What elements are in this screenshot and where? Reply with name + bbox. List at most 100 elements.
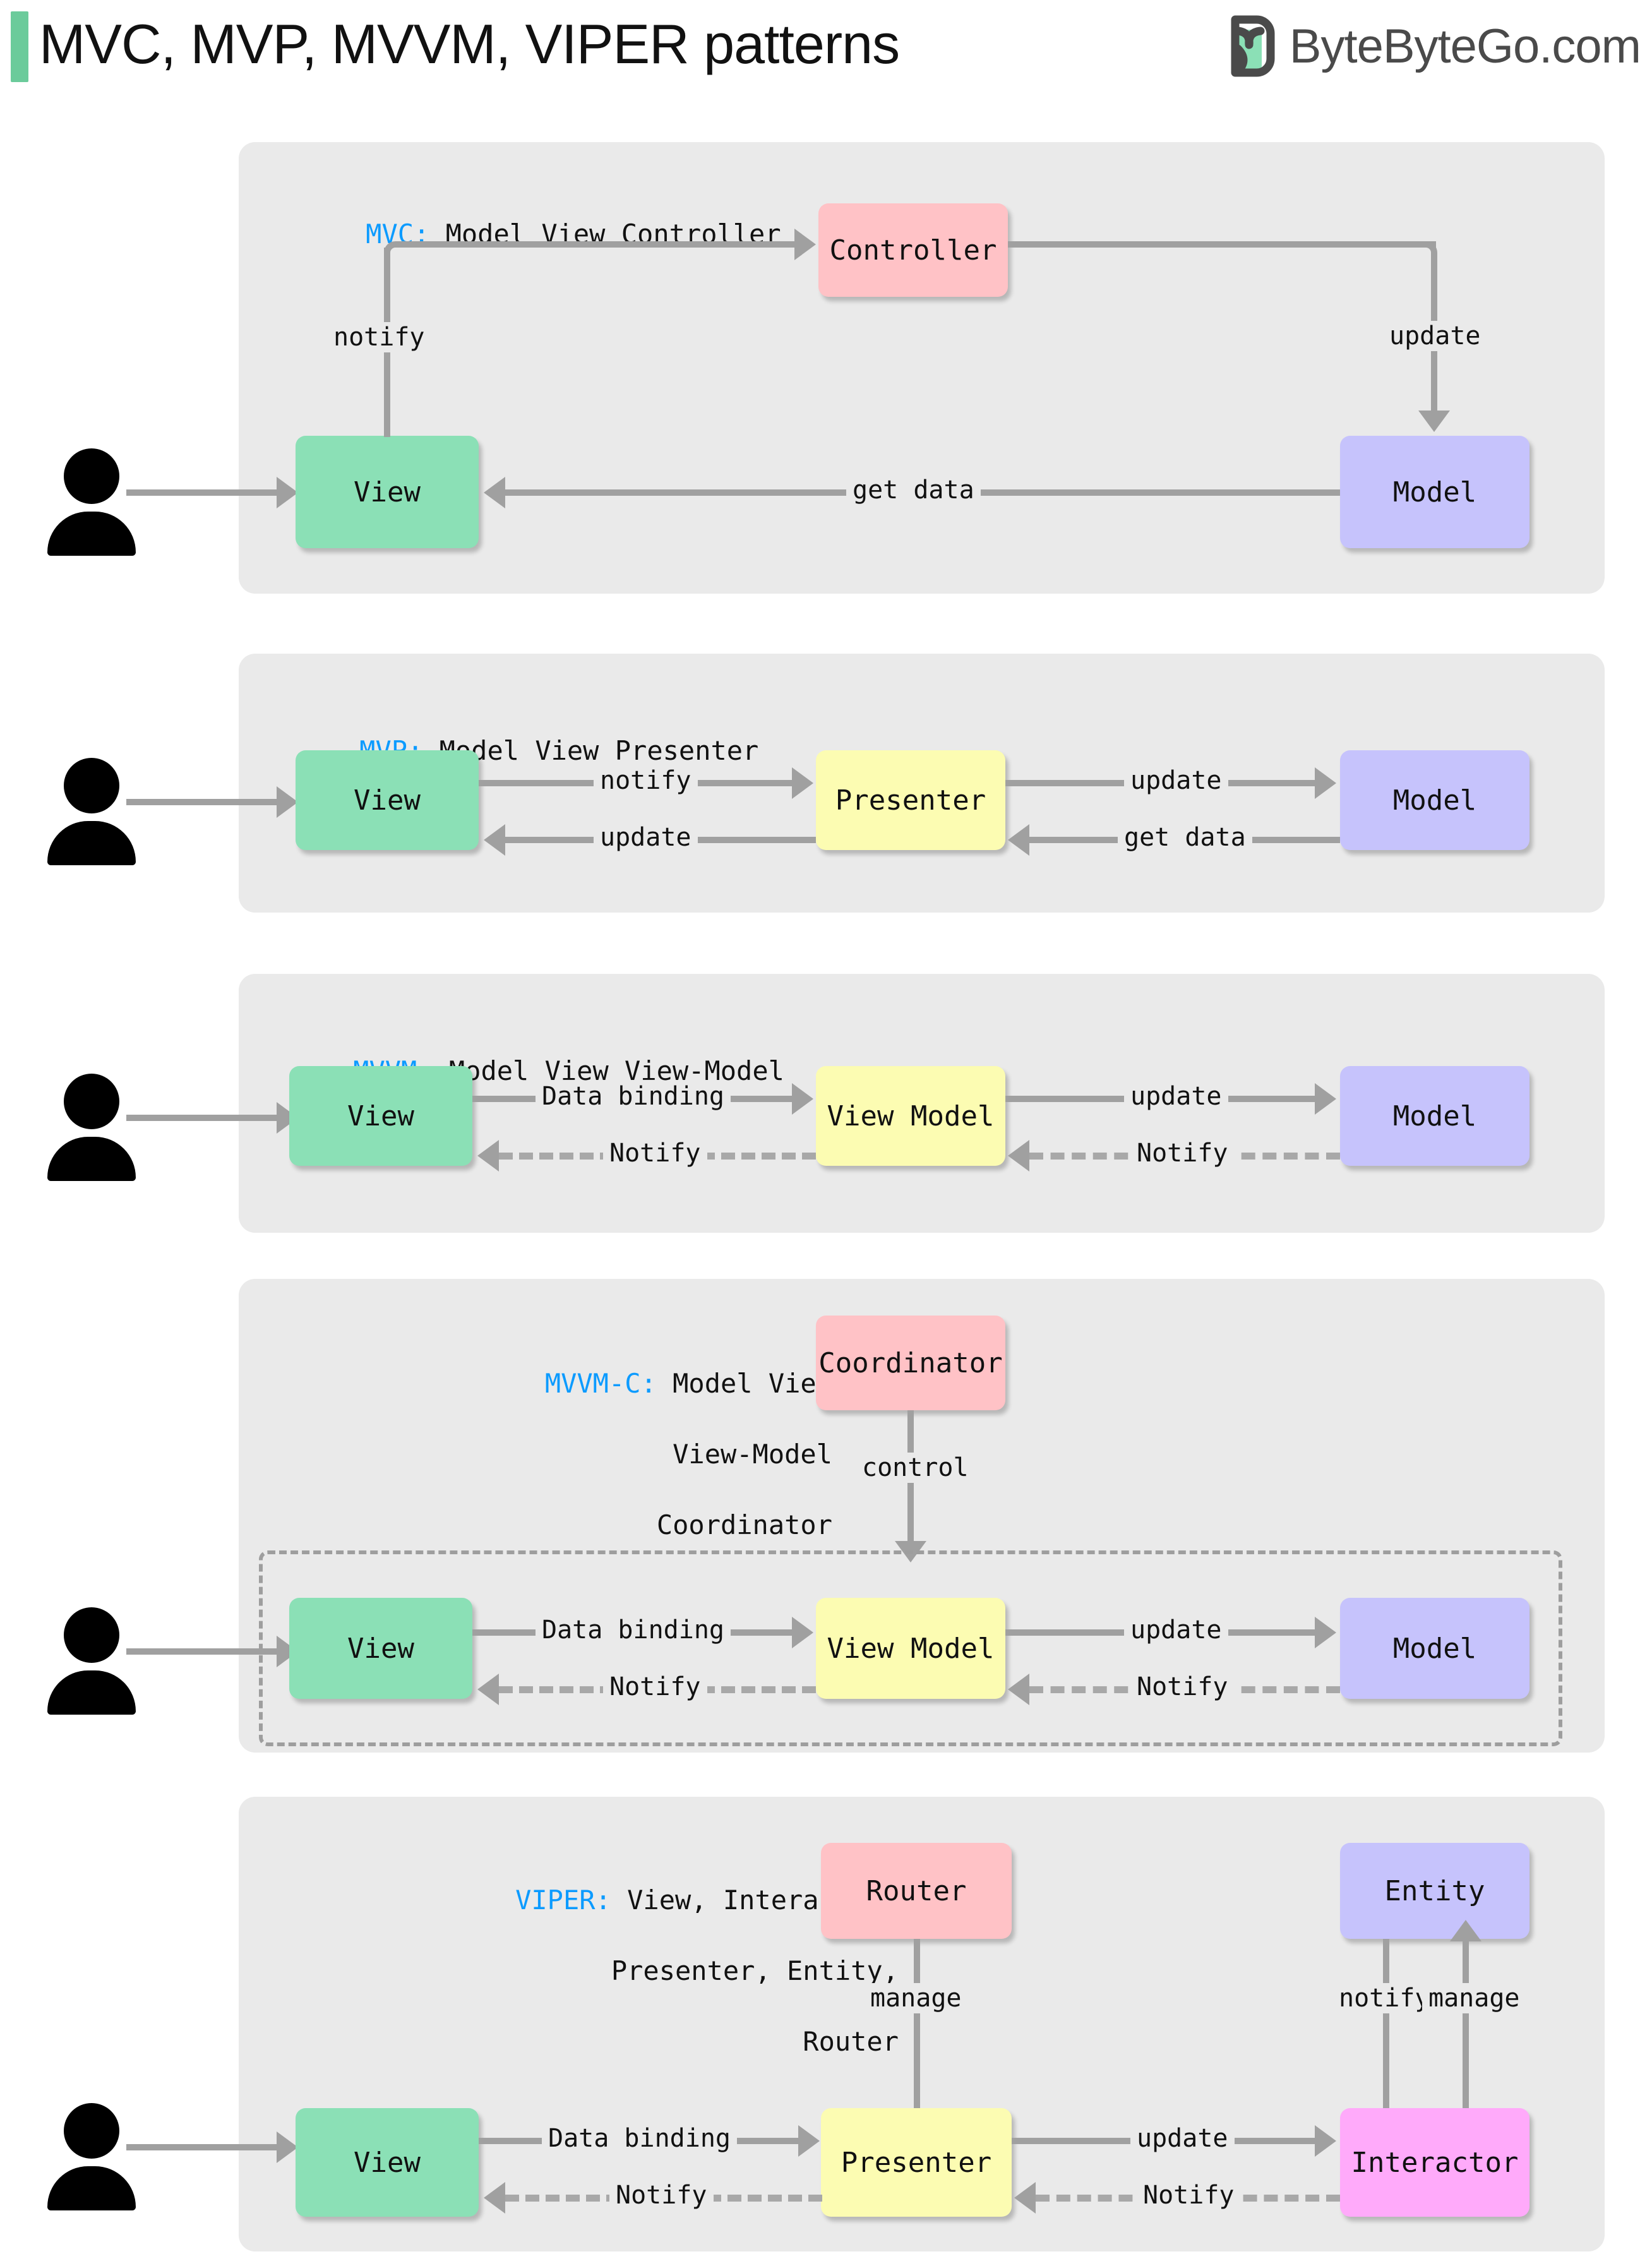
edge-label-update-mvc: update <box>1383 321 1487 351</box>
node-view-mvvmc[interactable]: View <box>289 1598 472 1699</box>
edge-update-mvvmc-arrowhead <box>1315 1617 1336 1648</box>
page-title: MVC, MVP, MVVM, VIPER patterns <box>39 13 900 75</box>
actor-body-icon <box>47 1670 136 1715</box>
edge-notify2-viper-arrowhead <box>1014 2182 1036 2214</box>
node-viewmodel-mvvm[interactable]: View Model <box>816 1066 1005 1166</box>
edge-label-databinding-viper: Data binding <box>542 2123 737 2154</box>
edge-notify-mvc-horizontal <box>408 241 797 248</box>
edge-notify-mvvmc-arrowhead <box>477 1674 499 1705</box>
node-model-mvp-label: Model <box>1392 784 1477 817</box>
section-mvvm-expansion: Model View View-Model <box>448 1055 784 1086</box>
edge-notify-viper-arrowhead <box>484 2182 505 2214</box>
edge-label-manage-router-viper: manage <box>864 1983 968 2013</box>
edge-label-notify2-viper: Notify <box>1137 2180 1241 2210</box>
edge-label-update-mvp: update <box>594 822 698 853</box>
section-mvvmc-expansion-line1: Model View <box>673 1368 832 1399</box>
title-accent-bar <box>11 11 28 82</box>
edge-update-mvvm-arrowhead <box>1315 1083 1336 1115</box>
actor-head-icon <box>64 1074 119 1129</box>
node-viewmodel-mvvmc[interactable]: View Model <box>816 1598 1005 1699</box>
brand: ByteByteGo.com <box>1223 9 1641 83</box>
edge-label-update-mvvm: update <box>1124 1081 1228 1112</box>
page-header: MVC, MVP, MVVM, VIPER patterns ByteByteG… <box>0 0 1652 95</box>
actor-head-icon <box>64 448 119 504</box>
node-view-mvvm[interactable]: View <box>289 1066 472 1166</box>
edge-update2-mvp-arrowhead <box>1315 767 1336 799</box>
node-view-mvvmc-label: View <box>347 1632 414 1665</box>
node-presenter-mvp[interactable]: Presenter <box>816 750 1005 850</box>
node-controller-mvc[interactable]: Controller <box>818 203 1008 297</box>
node-entity-viper[interactable]: Entity <box>1340 1843 1529 1939</box>
edge-label-notify-mvc: notify <box>327 322 431 352</box>
edge-label-update-viper: update <box>1130 2123 1235 2154</box>
edge-user-to-view-mvvmc <box>126 1648 278 1655</box>
edge-notify2-mvvm-arrowhead <box>1008 1140 1029 1172</box>
node-interactor-viper[interactable]: Interactor <box>1340 2108 1529 2217</box>
edge-notify-mvc-corner <box>384 241 409 267</box>
section-mvvmc-label: MVVM-C: Model View View-Model Coordinato… <box>283 1331 832 1578</box>
edge-manage-interactor-viper-line <box>1463 1940 1469 2130</box>
edge-update-mvc-horizontal <box>1008 241 1436 248</box>
node-model-mvvm-label: Model <box>1392 1100 1477 1132</box>
actor-user-mvvmc <box>47 1607 136 1715</box>
section-viper-key: VIPER: <box>515 1885 611 1915</box>
edge-update-mvc-arrowhead <box>1418 411 1450 432</box>
edge-notify-mvp-arrowhead <box>792 767 813 799</box>
node-interactor-viper-label: Interactor <box>1351 2146 1519 2179</box>
bytebytego-logo-icon <box>1231 15 1275 77</box>
node-model-mvvmc[interactable]: Model <box>1340 1598 1529 1699</box>
edge-label-databinding-mvvm: Data binding <box>536 1081 731 1112</box>
edge-label-databinding-mvvmc: Data binding <box>536 1615 731 1645</box>
edge-user-to-view-viper-arrowhead <box>277 2131 298 2163</box>
node-presenter-viper-label: Presenter <box>841 2146 992 2179</box>
node-view-viper[interactable]: View <box>296 2108 479 2217</box>
node-controller-mvc-label: Controller <box>829 234 997 267</box>
edge-update-mvp-arrowhead <box>484 824 505 856</box>
brand-text: ByteByteGo.com <box>1289 19 1641 73</box>
edge-notify-entity-viper-line <box>1383 1939 1389 2122</box>
actor-user-mvvm <box>47 1074 136 1181</box>
edge-user-to-view-mvc <box>126 489 278 496</box>
actor-body-icon <box>47 1137 136 1181</box>
node-entity-viper-label: Entity <box>1384 1874 1485 1907</box>
node-model-mvvm[interactable]: Model <box>1340 1066 1529 1166</box>
actor-head-icon <box>64 758 119 813</box>
node-presenter-viper[interactable]: Presenter <box>821 2108 1012 2217</box>
section-viper-expansion-line2: Presenter, Entity, <box>611 1955 899 1986</box>
edge-label-notify-entity-viper: notify <box>1332 1983 1437 2013</box>
node-model-mvc-label: Model <box>1392 476 1477 508</box>
edge-label-notify2-mvvm: Notify <box>1130 1138 1235 1168</box>
actor-head-icon <box>64 2103 119 2159</box>
node-view-mvc-label: View <box>354 476 421 508</box>
actor-user-mvp <box>47 758 136 865</box>
edge-user-to-view-viper <box>126 2144 278 2150</box>
node-router-viper[interactable]: Router <box>821 1843 1012 1939</box>
edge-manage-router-viper-line <box>914 1939 920 2122</box>
edge-label-notify-mvp: notify <box>594 765 698 796</box>
node-view-mvp[interactable]: View <box>296 750 479 850</box>
section-mvp-expansion: Model View Presenter <box>439 735 759 766</box>
edge-notify2-mvvmc-arrowhead <box>1008 1674 1029 1705</box>
edge-notify-mvc-arrowhead <box>794 229 816 260</box>
node-view-viper-label: View <box>354 2146 421 2179</box>
section-viper-label: VIPER: View, Interactor, Presenter, Enti… <box>277 1847 899 2095</box>
edge-label-notify-mvvm: Notify <box>603 1138 707 1168</box>
edge-update-mvc-corner <box>1412 241 1437 267</box>
edge-user-to-view-mvp-arrowhead <box>277 786 298 818</box>
edge-notify-mvvm-arrowhead <box>477 1140 499 1172</box>
edge-label-notify-viper: Notify <box>609 2180 714 2210</box>
node-model-mvc[interactable]: Model <box>1340 436 1529 548</box>
edge-label-update-mvvmc: update <box>1124 1615 1228 1645</box>
node-model-mvp[interactable]: Model <box>1340 750 1529 850</box>
node-presenter-mvp-label: Presenter <box>835 784 986 817</box>
edge-label-notify2-mvvmc: Notify <box>1130 1672 1235 1702</box>
node-model-mvvmc-label: Model <box>1392 1632 1477 1665</box>
section-mvc-label: MVC: Model View Controller <box>302 181 781 287</box>
node-coordinator-mvvmc[interactable]: Coordinator <box>816 1316 1005 1410</box>
edge-label-control-mvvmc: control <box>856 1453 975 1483</box>
node-viewmodel-mvvmc-label: View Model <box>827 1632 995 1665</box>
edge-manage-interactor-viper-arrowhead <box>1450 1920 1481 1941</box>
edge-label-getdata-mvc: get data <box>846 475 981 505</box>
node-view-mvp-label: View <box>354 784 421 817</box>
node-view-mvc[interactable]: View <box>296 436 479 548</box>
